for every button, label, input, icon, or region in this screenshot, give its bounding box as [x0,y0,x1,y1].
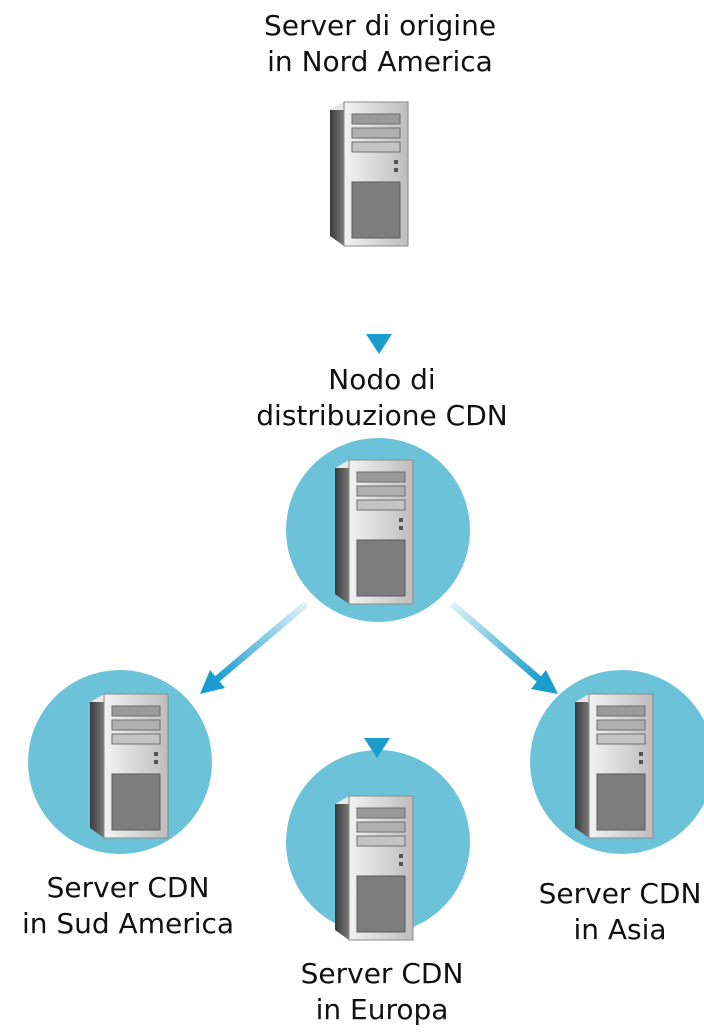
europe-server-icon [334,795,414,941]
hub-label-line1: Nodo di [328,363,436,396]
south-america-label-line2: in Sud America [21,907,235,940]
europe-label-line2: in Europa [315,993,449,1026]
asia-label: Server CDN in Asia [539,876,702,948]
hub-label-line2: distribuzione CDN [256,399,508,432]
hub-to-europe-arrow [364,636,390,758]
hub-to-south-america-arrow [200,601,309,694]
south-america-label-line1: Server CDN [46,871,210,904]
origin-label-line2: in Nord America [267,45,493,78]
hub-server-icon [334,459,414,605]
hub-to-asia-arrow [449,601,558,694]
origin-label-line1: Server di origine [263,9,497,42]
asia-server-icon [574,693,654,839]
asia-label-line2: in Asia [573,913,667,946]
origin-to-hub-arrow [366,260,392,354]
south-america-label: Server CDN in Sud America [22,870,234,942]
europe-label: Server CDN in Europa [301,956,464,1028]
south-america-server-icon [89,693,169,839]
origin-server-label: Server di origine in Nord America [264,8,496,80]
europe-label-line1: Server CDN [300,957,464,990]
asia-label-line1: Server CDN [538,877,702,910]
hub-label: Nodo di distribuzione CDN [256,362,507,434]
origin-server-icon [329,101,409,247]
